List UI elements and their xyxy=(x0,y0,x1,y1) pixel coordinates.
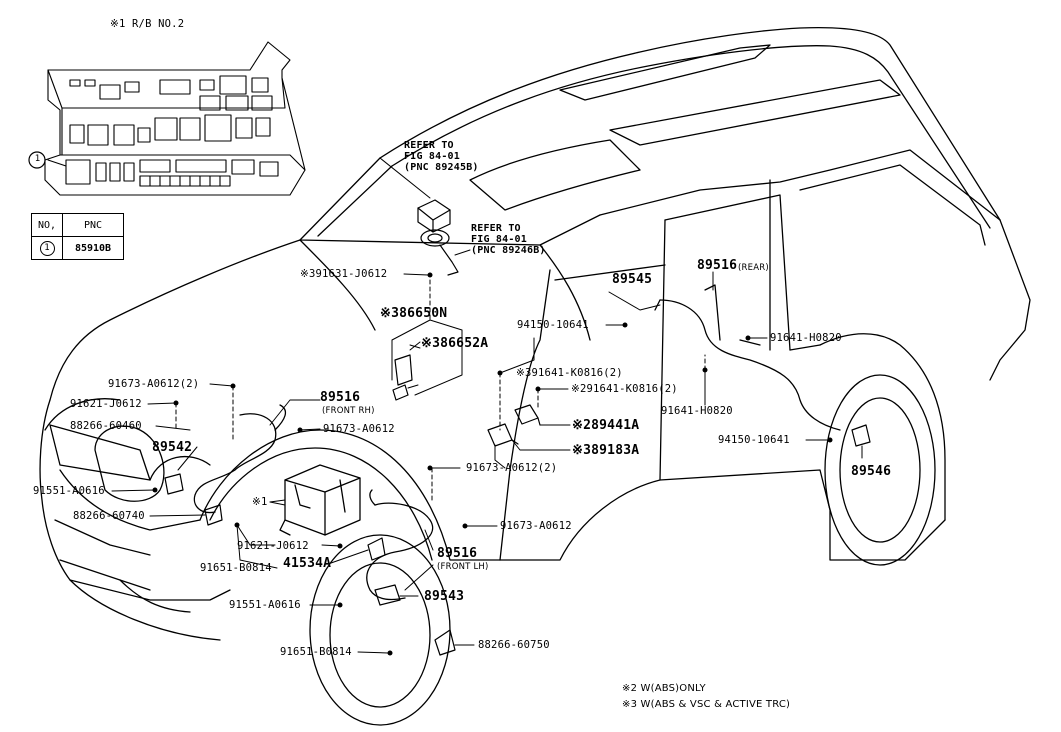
part-91631-j0612[interactable]: ※391631-J0612 xyxy=(300,268,388,280)
part-91673-a0612-2-center[interactable]: 91673-A0612(2) xyxy=(466,462,558,474)
part-ref-1-actuator[interactable]: ※1 xyxy=(252,496,268,508)
part-89183a[interactable]: ※389183A xyxy=(572,443,640,458)
part-89516-rear-sub: (REAR) xyxy=(738,263,769,273)
part-89516-front-rh[interactable]: 89516 xyxy=(320,390,361,405)
part-91641-h0820-center[interactable]: 91641-H0820 xyxy=(661,405,733,417)
part-89516-rear[interactable]: 89516 xyxy=(697,258,738,273)
part-91651-b0814-lower[interactable]: 91651-B0814 xyxy=(280,646,352,658)
front-rh-harness xyxy=(193,404,287,514)
vehicle-body-outline xyxy=(39,26,1031,726)
component-86650n-bracket xyxy=(394,354,413,386)
bracket-88266-60740 xyxy=(204,504,223,526)
part-89546[interactable]: 89546 xyxy=(851,464,892,479)
part-91641-h0820-right[interactable]: 91641-H0820 xyxy=(770,332,842,344)
part-89516-front-rh-sub: (FRONT RH) xyxy=(322,406,375,416)
part-89516-front-lh[interactable]: 89516 xyxy=(437,546,478,561)
legend-header-no: NO, xyxy=(31,213,63,237)
part-41534a[interactable]: 41534A xyxy=(283,556,332,571)
part-94150-10641-lower[interactable]: 94150-10641 xyxy=(718,434,790,446)
legend-header-pnc: PNC xyxy=(62,213,124,237)
footnote-2: ※2 W(ABS)ONLY xyxy=(622,683,706,694)
legend-row-pnc: 85910B xyxy=(62,236,124,260)
relay-block-title: ※1 R/B NO.2 xyxy=(110,18,185,30)
part-86652a[interactable]: ※386652A xyxy=(421,336,489,351)
relay-callout-circle xyxy=(28,151,46,169)
bracket-88266-60750 xyxy=(434,629,456,656)
rear-sensor-89546 xyxy=(851,424,871,447)
footnote-3: ※3 W(ABS & VSC & ACTIVE TRC) xyxy=(622,699,791,710)
part-89516-front-lh-sub: (FRONT LH) xyxy=(437,562,489,572)
bracket-41534a xyxy=(367,537,386,561)
legend-row: 1 85910B xyxy=(31,236,124,260)
part-91551-a0616-left[interactable]: 91551-A0616 xyxy=(33,485,105,497)
part-91651-b0814-upper[interactable]: 91651-B0814 xyxy=(200,562,272,574)
part-89542[interactable]: 89542 xyxy=(152,440,193,455)
legend-header-row: NO, PNC xyxy=(31,213,124,237)
leader-lines xyxy=(111,157,863,654)
part-91621-j0612-center[interactable]: 91621-J0612 xyxy=(237,540,309,552)
component-abs-actuator xyxy=(279,464,361,536)
sensor-89542 xyxy=(164,473,184,495)
sensor-89543 xyxy=(374,584,401,606)
relay-callout-number: 1 xyxy=(34,154,41,164)
part-91551-a0616-lower[interactable]: 91551-A0616 xyxy=(229,599,301,611)
relay-block-illustration xyxy=(44,41,306,196)
component-86652a-clip xyxy=(392,384,409,401)
front-lh-harness xyxy=(366,489,434,601)
part-91673-a0612-lh[interactable]: 91673-A0612 xyxy=(500,520,572,532)
part-94150-10641-upper[interactable]: 94150-10641 xyxy=(517,319,589,331)
part-89441a[interactable]: ※289441A xyxy=(572,418,640,433)
part-89545[interactable]: 89545 xyxy=(612,272,653,287)
part-91621-j0612-left[interactable]: 91621-J0612 xyxy=(70,398,142,410)
part-88266-60460[interactable]: 88266-60460 xyxy=(70,420,142,432)
component-89441a-sensor xyxy=(514,404,541,426)
component-steering-sensor xyxy=(420,229,459,276)
part-89543[interactable]: 89543 xyxy=(424,589,465,604)
rear-harness xyxy=(654,284,841,431)
part-91641-k0816-abs-vsc[interactable]: ※391641-K0816(2) xyxy=(516,367,623,379)
part-91673-a0612-2-left[interactable]: 91673-A0612(2) xyxy=(108,378,200,390)
legend-row-no: 1 xyxy=(31,236,63,260)
part-91673-a0612-rh[interactable]: 91673-A0612 xyxy=(323,423,395,435)
part-88266-60740[interactable]: 88266-60740 xyxy=(73,510,145,522)
component-yaw-sensor xyxy=(417,199,451,233)
part-86650n[interactable]: ※386650N xyxy=(380,306,448,321)
pnc-legend-table: NO, PNC 1 85910B xyxy=(31,213,124,260)
part-91641-k0816-abs[interactable]: ※291641-K0816(2) xyxy=(571,383,678,395)
part-88266-60750[interactable]: 88266-60750 xyxy=(478,639,550,651)
